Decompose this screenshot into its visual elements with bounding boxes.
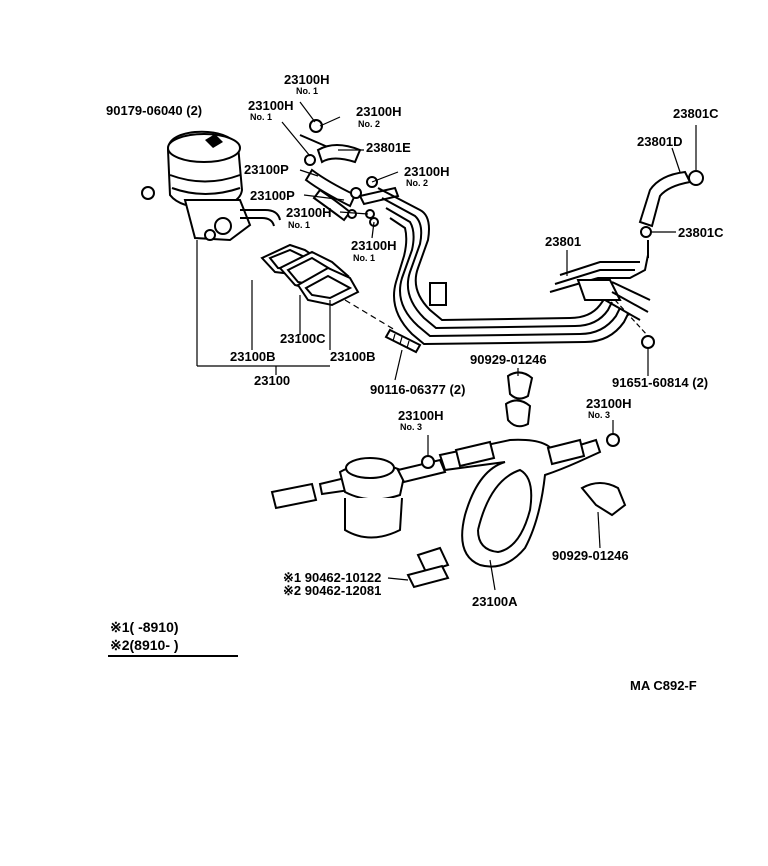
fuel-filter: [270, 435, 447, 539]
callout-23801: 23801: [545, 234, 581, 249]
callout-23801C-top: 23801C: [673, 106, 719, 121]
callout-23801C-mid: 23801C: [678, 225, 724, 240]
callout-91651: 91651-60814 (2): [612, 375, 708, 390]
legend-line-1: ※1( -8910): [110, 619, 179, 635]
callout-90179: 90179-06040 (2): [106, 103, 202, 118]
callout-23100: 23100: [254, 373, 290, 388]
bracket-90462: [387, 546, 450, 589]
stud-bolt: [384, 328, 422, 381]
callout-labels: 23100H No. 1 23100H No. 1 23100H No. 2 2…: [106, 72, 724, 609]
callout-23801D: 23801D: [637, 134, 683, 149]
fuel-pump: [141, 130, 281, 242]
hose-group-top: [281, 101, 400, 239]
callout-23100A: 23100A: [472, 594, 518, 609]
callout-23100P-b: 23100P: [250, 188, 295, 203]
callout-23100H-no3-left: 23100H: [398, 408, 444, 423]
legend-line-2: ※2(8910- ): [110, 637, 179, 653]
fuel-lines: [377, 187, 651, 346]
callout-23100P-a: 23100P: [244, 162, 289, 177]
callout-no1-top: No. 1: [296, 86, 318, 96]
callout-23100H-d: 23100H: [351, 238, 397, 253]
drawing-code: MA C892-F: [630, 678, 697, 693]
callout-23100C: 23100C: [280, 331, 326, 346]
main-hose-23100A: [438, 438, 602, 591]
pump-gaskets: [260, 243, 360, 307]
callout-90929-bottom: 90929-01246: [552, 548, 629, 563]
return-hose: [638, 125, 704, 258]
callout-no2-right: No. 2: [358, 119, 380, 129]
callout-no1-left: No. 1: [250, 112, 272, 122]
callout-no1-c: No. 1: [288, 220, 310, 230]
callout-23100H-right: 23100H: [356, 104, 402, 119]
callout-23100H-top: 23100H: [284, 72, 330, 87]
legend: ※1( -8910) ※2(8910- ): [108, 619, 238, 657]
callout-23100B-left: 23100B: [230, 349, 276, 364]
callout-90929-top: 90929-01246: [470, 352, 547, 367]
callout-90116: 90116-06377 (2): [370, 382, 465, 397]
callout-23100H-no3-right: 23100H: [586, 396, 632, 411]
callout-no2-b: No. 2: [406, 178, 428, 188]
callout-23100H-b: 23100H: [404, 164, 450, 179]
gasket-leaders: [196, 240, 396, 375]
callout-23100B-right: 23100B: [330, 349, 376, 364]
callout-no1-d: No. 1: [353, 253, 375, 263]
callout-no3-left: No. 3: [400, 422, 422, 432]
clamp-90929-top: [504, 368, 534, 428]
bolt-91651: [614, 299, 655, 376]
callout-90462-b: ※2 90462-12081: [283, 583, 381, 598]
callout-23801E: 23801E: [366, 140, 411, 155]
clamp-no3-right: [580, 420, 627, 549]
callout-no3-right: No. 3: [588, 410, 610, 420]
callout-23100H-left: 23100H: [248, 98, 294, 113]
callout-90462-a: ※1 90462-10122: [283, 570, 381, 585]
callout-23100H-c: 23100H: [286, 205, 332, 220]
